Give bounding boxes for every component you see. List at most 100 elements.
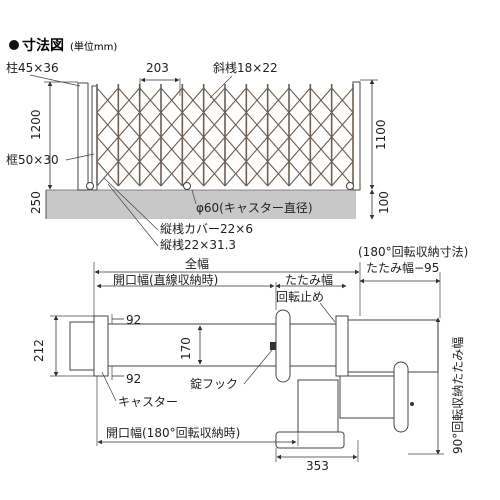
rotation-note: (180°回転収納寸法) xyxy=(358,245,468,259)
plan-folded-section xyxy=(289,323,337,367)
base-label: 250 xyxy=(29,191,43,214)
lattice-bar xyxy=(96,112,119,138)
dim-353: 353 xyxy=(306,459,329,473)
plan-stack-box xyxy=(347,319,439,373)
lattice-bar xyxy=(117,136,141,162)
caster-mid xyxy=(183,182,191,190)
vertical-cover-label: 縦桟カバー22×6 xyxy=(160,222,253,236)
frame-label: 框50×30 xyxy=(6,153,59,167)
title-bullet-icon xyxy=(9,40,19,50)
plan-rotated-stack xyxy=(339,375,401,419)
lattice-bar xyxy=(331,161,354,187)
lattice-bar xyxy=(309,161,333,187)
dim-212: 212 xyxy=(32,339,46,362)
caster-right xyxy=(346,182,354,190)
left-post xyxy=(77,82,89,191)
opening-straight-label: 開口幅(直線収納時) xyxy=(113,272,218,287)
lattice-bar xyxy=(96,136,119,162)
lattice-bar xyxy=(181,136,205,162)
lattice-bar xyxy=(117,161,141,187)
lattice-bar xyxy=(288,112,311,138)
lattice-bar xyxy=(331,87,354,113)
lattice-bar xyxy=(245,136,269,162)
right-frame xyxy=(352,81,361,191)
caster-left xyxy=(86,182,94,190)
lattice-bar xyxy=(224,161,247,187)
ground-base xyxy=(46,190,356,219)
lattice-bar xyxy=(203,87,226,113)
lattice-bar xyxy=(267,136,290,162)
lattice-bar xyxy=(160,136,183,162)
lattice-bar xyxy=(139,136,162,162)
lattice-bar xyxy=(224,87,247,113)
lattice-bar xyxy=(139,87,162,113)
pitch-label: 203 xyxy=(146,61,169,75)
lattice-bar xyxy=(203,161,226,187)
lattice-bar xyxy=(96,87,119,113)
plan-left-post xyxy=(69,321,95,371)
lattice-gate xyxy=(96,84,354,187)
lattice-bar xyxy=(331,112,354,138)
lattice-bar xyxy=(139,161,162,187)
lattice-bar xyxy=(181,161,205,187)
base-right-label: 100 xyxy=(377,191,391,214)
vertical-bar-leader xyxy=(107,183,159,247)
plan-left-jamb xyxy=(93,315,109,377)
lattice-bar xyxy=(288,87,311,113)
lattice-bar xyxy=(160,87,183,113)
opening-180-label: 開口幅(180°回転収納時) xyxy=(106,425,240,440)
caster-label: キャスター xyxy=(118,395,178,409)
plan-handle xyxy=(275,309,291,383)
title: 寸法図 xyxy=(22,37,64,54)
gate-height-label: 1100 xyxy=(374,119,388,150)
plan-gate-body xyxy=(107,323,277,367)
plan-end-frame xyxy=(335,315,349,377)
post-leader xyxy=(29,74,81,87)
lattice-bar xyxy=(288,136,311,162)
lattice-bar xyxy=(117,112,141,138)
lattice-bar xyxy=(331,136,354,162)
lattice-bar xyxy=(160,112,183,138)
lattice-bar xyxy=(288,161,311,187)
plan-rotated-block xyxy=(297,379,339,433)
dim-92-top: 92 xyxy=(126,313,141,327)
lattice-bar xyxy=(309,87,333,113)
rotation-stop-label: 回転止め xyxy=(276,290,324,304)
lattice-bar xyxy=(181,112,205,138)
lattice-bar xyxy=(267,87,290,113)
lattice-bar xyxy=(245,112,269,138)
dim-92-bottom: 92 xyxy=(126,372,141,386)
lattice-bar xyxy=(96,161,119,187)
lattice-bar xyxy=(309,112,333,138)
lattice-bar xyxy=(160,161,183,187)
plan-rotated-handle xyxy=(393,361,409,433)
unit-note: (単位mm) xyxy=(70,40,117,53)
folded-width-minus-label: たたみ幅−95 xyxy=(366,260,439,275)
lattice-bar xyxy=(309,136,333,162)
diagonal-label: 斜桟18×22 xyxy=(213,61,278,75)
lattice-bar xyxy=(181,87,205,113)
frame-leader xyxy=(65,153,95,161)
lattice-bar xyxy=(117,87,141,113)
lattice-bar xyxy=(139,112,162,138)
lattice-bar xyxy=(245,161,269,187)
lattice-bar xyxy=(267,112,290,138)
lattice-bar xyxy=(203,136,226,162)
lattice-bar xyxy=(267,161,290,187)
lock-hook-label: 錠フック xyxy=(190,376,238,391)
lattice-bar xyxy=(224,112,247,138)
dim-170: 170 xyxy=(179,337,193,360)
folded-90-label: 90°回転収納たたみ幅 xyxy=(450,337,465,454)
height-label: 1200 xyxy=(29,109,43,140)
lattice-bar xyxy=(245,87,269,113)
post-label: 柱45×36 xyxy=(6,60,59,75)
folded-width-label: たたみ幅 xyxy=(285,272,333,287)
vertical-cover-leader xyxy=(103,177,159,231)
lattice-bar xyxy=(203,112,226,138)
plan-base-plate xyxy=(275,431,345,449)
diagonal-leader xyxy=(209,75,233,99)
full-width-label: 全幅 xyxy=(185,256,209,271)
caster-diameter-label: φ60(キャスター直径) xyxy=(196,201,313,215)
vertical-bar-label: 縦桟22×31.3 xyxy=(160,238,236,252)
